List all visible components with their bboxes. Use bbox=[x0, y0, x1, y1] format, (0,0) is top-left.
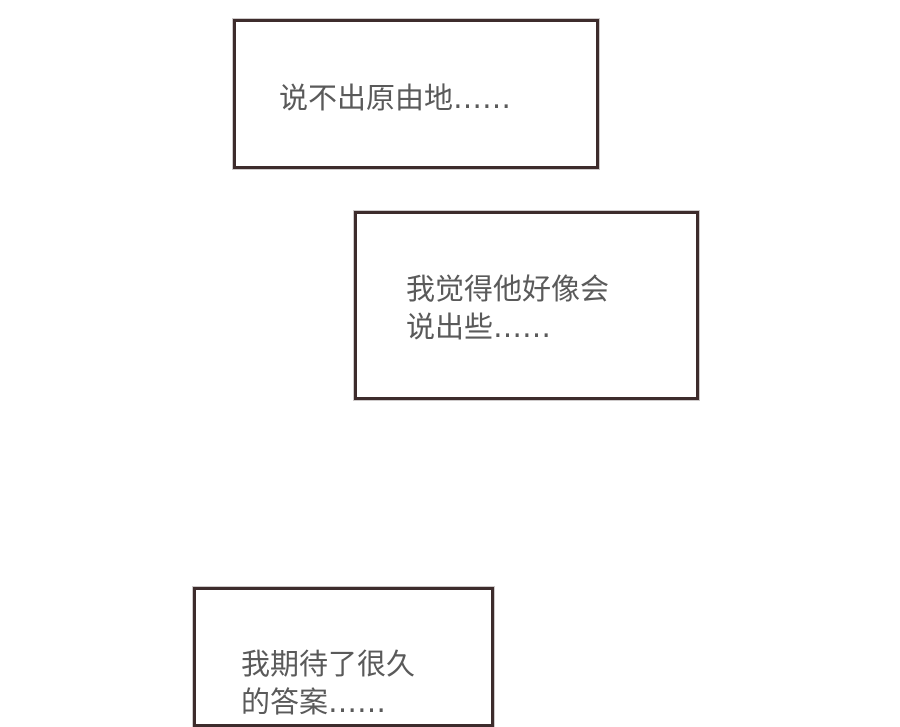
caption-line: 的答案…… bbox=[241, 685, 387, 719]
caption-box-2: 我觉得他好像会 说出些…… bbox=[354, 211, 699, 400]
caption-line: 我觉得他好像会 bbox=[406, 272, 610, 306]
caption-box-1: 说不出原由地…… bbox=[233, 19, 599, 169]
caption-box-3: 我期待了很久 的答案…… bbox=[193, 587, 494, 727]
caption-text: 说不出原由地…… bbox=[279, 79, 511, 117]
caption-line: 说不出原由地…… bbox=[279, 81, 512, 115]
caption-text: 我期待了很久 的答案…… bbox=[241, 645, 415, 721]
caption-line: 说出些…… bbox=[406, 310, 552, 344]
caption-line: 我期待了很久 bbox=[241, 647, 416, 681]
caption-text: 我觉得他好像会 说出些…… bbox=[406, 270, 609, 346]
